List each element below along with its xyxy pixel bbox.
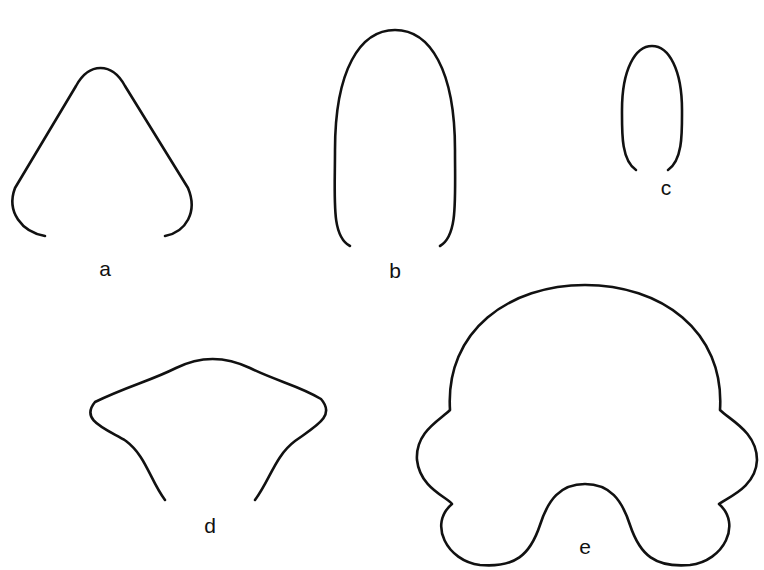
figure-label: b — [389, 260, 401, 281]
outline-b — [335, 30, 456, 246]
outline-a — [12, 68, 191, 236]
figure-label: c — [661, 177, 672, 198]
outline-d — [90, 359, 326, 500]
outline-c — [622, 46, 682, 170]
figure-label: d — [204, 515, 216, 536]
figure-label: a — [99, 258, 111, 279]
figure-label: e — [579, 536, 591, 557]
outline-e — [417, 285, 757, 565]
